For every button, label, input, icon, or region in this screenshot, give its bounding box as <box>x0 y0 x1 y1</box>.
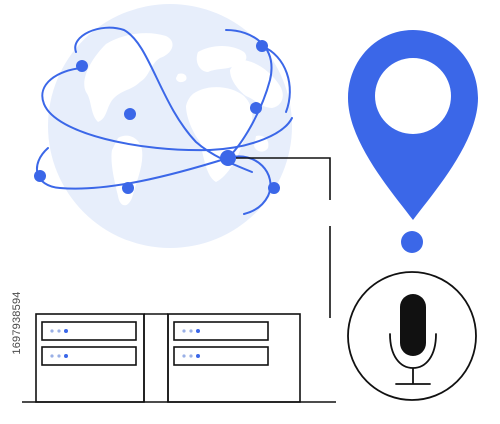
network-node <box>76 60 88 72</box>
connector-segment-top <box>236 157 331 200</box>
indicator-light <box>182 354 186 358</box>
server-cabinet-right <box>167 313 301 403</box>
orbit-line-3 <box>225 29 273 159</box>
orbit-network <box>36 26 293 215</box>
indicator-light <box>189 354 193 358</box>
indicator-light <box>189 329 193 333</box>
microphone-icon <box>347 271 477 401</box>
indicator-light <box>196 354 200 358</box>
server-cabinet-left <box>35 313 145 403</box>
network-node <box>122 182 134 194</box>
network-node <box>256 40 268 52</box>
continent-south-america <box>111 135 143 206</box>
indicator-light <box>50 329 54 333</box>
network-node <box>268 182 280 194</box>
orbit-line-2 <box>74 26 253 173</box>
orbit-line-1 <box>41 67 293 152</box>
indicator-light <box>50 354 54 358</box>
microphone-capsule <box>400 294 426 356</box>
indicator-light <box>182 329 186 333</box>
indicator-light <box>64 354 68 358</box>
indicator-light <box>57 354 61 358</box>
globe-icon <box>48 4 292 248</box>
continent-small-island <box>176 73 187 83</box>
network-node <box>250 102 262 114</box>
drive-indicators <box>50 329 200 358</box>
network-node-hub <box>220 150 236 166</box>
continent-asia <box>230 59 283 108</box>
server-rack-icon <box>22 313 336 403</box>
continent-north-america <box>84 33 173 122</box>
drive-bay <box>173 346 269 366</box>
microphone-frame-circle <box>347 271 477 401</box>
drive-bay <box>173 321 269 341</box>
indicator-light <box>196 329 200 333</box>
map-pin-hole <box>375 58 451 134</box>
stock-image-id: 1697938594 <box>11 291 23 355</box>
drive-bay <box>41 321 137 341</box>
network-node <box>34 170 46 182</box>
map-pin-icon <box>348 30 478 253</box>
continent-greenland <box>142 35 162 48</box>
drive-bay <box>41 346 137 366</box>
map-pin-dot <box>401 231 423 253</box>
network-node <box>124 108 136 120</box>
indicator-light <box>57 329 61 333</box>
indicator-light <box>64 329 68 333</box>
connector-line <box>236 157 331 318</box>
orbit-line-5 <box>261 45 291 113</box>
orbit-line-4 <box>36 147 272 215</box>
orbit-nodes <box>34 40 280 194</box>
